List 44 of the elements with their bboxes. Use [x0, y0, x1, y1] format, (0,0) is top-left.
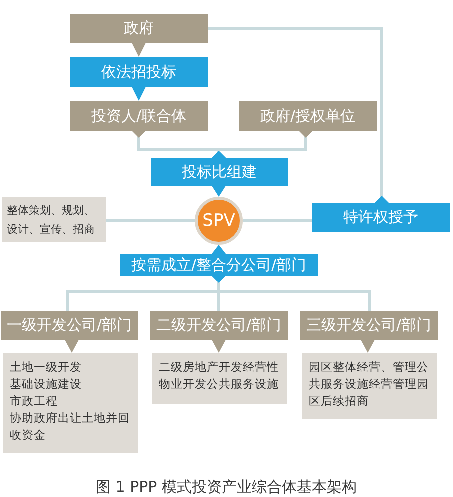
arrow — [132, 87, 146, 101]
note-box — [3, 353, 138, 453]
arrow — [212, 186, 226, 197]
box-label: 政府/授权单位 — [260, 106, 356, 126]
box-label: 政府 — [124, 19, 154, 38]
box-label: 二级开发公司/部门 — [156, 316, 282, 335]
process-box — [239, 101, 377, 131]
box-label: 特许权授予 — [344, 208, 418, 227]
arrow — [132, 43, 146, 57]
box-label: 一级开发公司/部门 — [6, 316, 132, 335]
process-box — [150, 311, 288, 340]
box-text: 园区整体经营、管理公共服务设施经营管理园区后续招商 — [309, 359, 430, 410]
arrow — [212, 276, 372, 311]
box-text: 协助政府出让土地并回收资金 — [10, 410, 131, 444]
box-label: 投标比组建 — [182, 162, 257, 182]
box-text: 二级房地产开发经营性物业开发公共服务设施 — [159, 359, 280, 393]
process-box — [312, 203, 450, 232]
arrow — [212, 245, 226, 254]
box-label: 投资人/联合体 — [91, 106, 187, 126]
process-box — [1, 311, 138, 340]
box-label: 三级开发公司/部门 — [306, 316, 432, 335]
box-text: 整体策划、规划、设计、宣传、招商 — [7, 202, 96, 238]
note-box — [2, 197, 106, 242]
box-text: 市政工程 — [10, 393, 58, 410]
box-label: 按需成立/整合分公司/部门 — [131, 256, 307, 274]
arrow — [212, 340, 226, 353]
arrow — [208, 28, 389, 203]
process-box — [70, 14, 208, 43]
node-label: SPV — [202, 211, 236, 231]
arrow — [212, 131, 313, 158]
connector-line — [106, 220, 195, 222]
note-box — [152, 353, 287, 404]
process-box — [300, 311, 438, 340]
figure-caption: 图 1 PPP 模式投资产业综合体基本架构 — [96, 478, 357, 497]
arrow — [65, 340, 79, 353]
box-text: 土地一级开发 — [10, 359, 82, 376]
circle-node — [195, 197, 243, 245]
arrow — [361, 340, 375, 353]
process-box — [70, 101, 208, 131]
connector-line — [243, 220, 312, 222]
process-box — [70, 57, 208, 87]
box-label: 依法招投标 — [102, 62, 176, 82]
box-text: 基础设施建设 — [10, 376, 82, 393]
note-box — [302, 353, 437, 419]
